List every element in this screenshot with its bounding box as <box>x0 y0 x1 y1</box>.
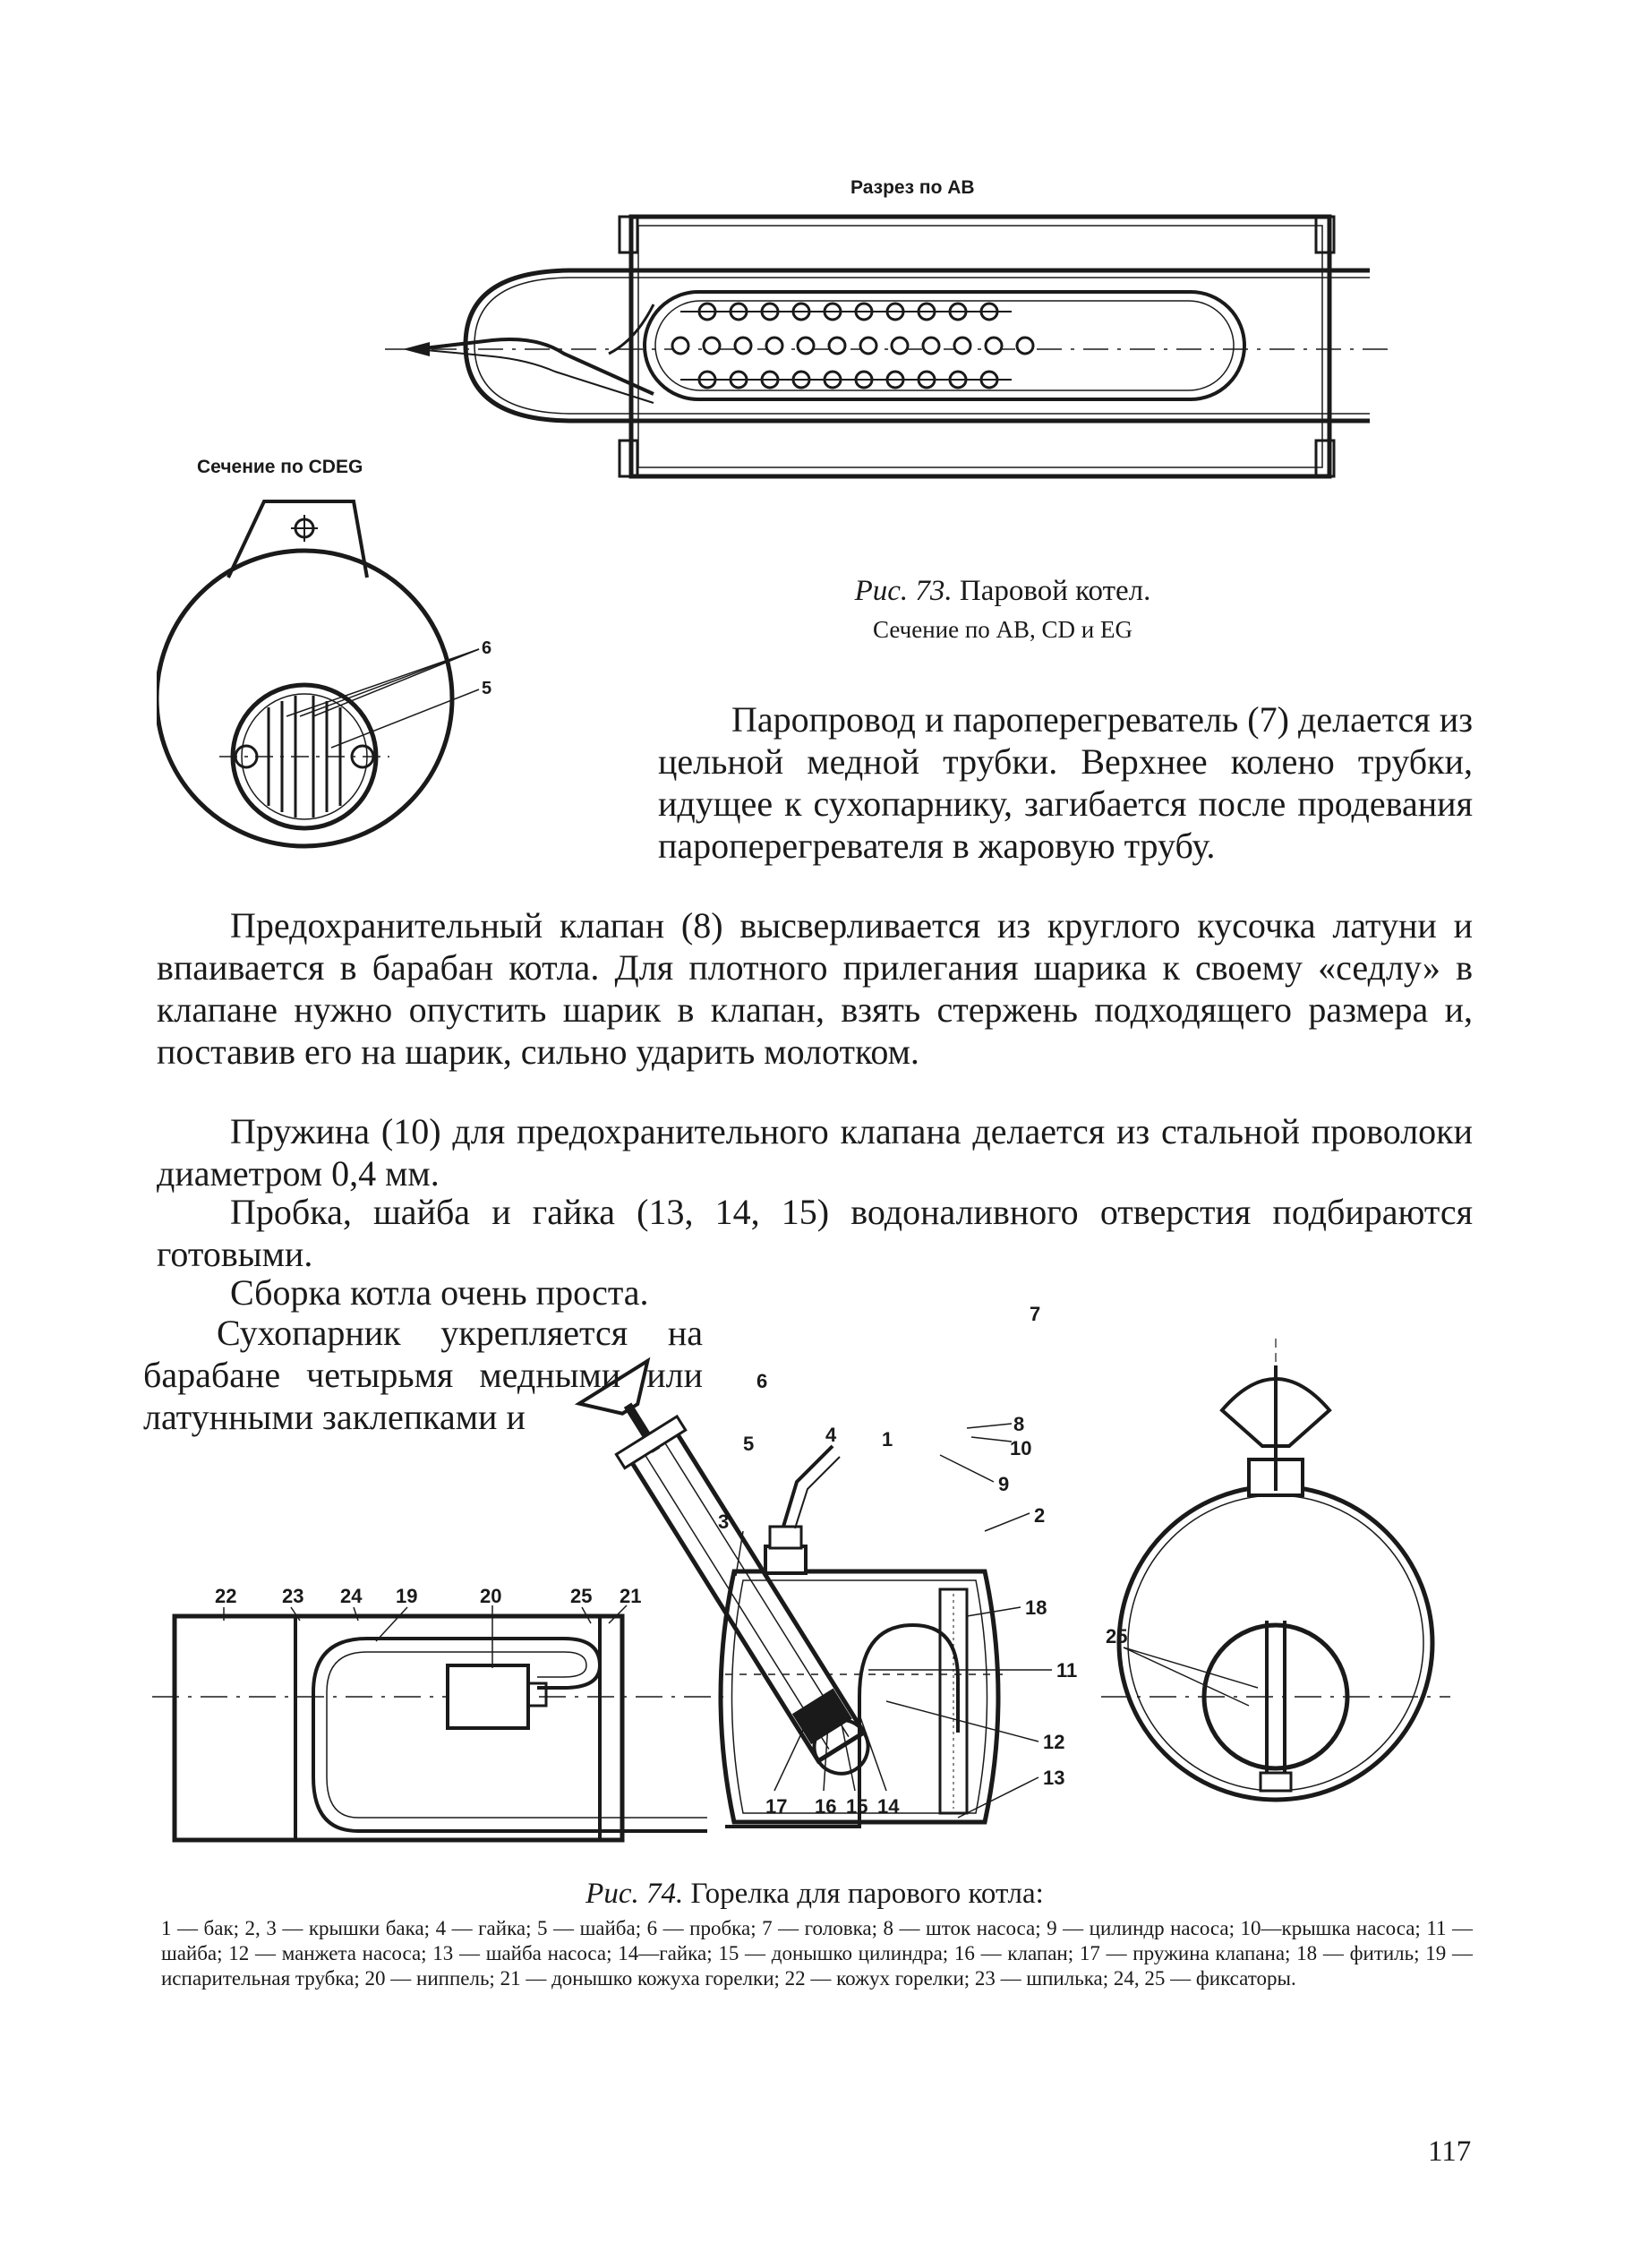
callout-4: 4 <box>825 1424 837 1446</box>
paragraph-3: Пружина (10) для предохранительного клап… <box>157 1111 1473 1194</box>
callout-5: 5 <box>482 679 491 698</box>
callout-12: 12 <box>1043 1731 1064 1753</box>
paragraph-4: Пробка, шайба и гайка (13, 14, 15) водон… <box>157 1192 1473 1274</box>
callout-24: 24 <box>340 1585 363 1607</box>
callout-1: 1 <box>882 1428 893 1451</box>
fig74-caption: Рис. 74. Горелка для парового котла: <box>157 1876 1473 1912</box>
callout-21: 21 <box>620 1585 641 1607</box>
page-number: 117 <box>1428 2135 1472 2168</box>
fig74-caption-title: Горелка для парового котла: <box>690 1878 1044 1910</box>
paragraph-6: Сухопарник укрепляется на барабане четыр… <box>143 1313 703 1437</box>
callout-10: 10 <box>1010 1437 1031 1459</box>
section-ab-label: Разрез по АВ <box>850 177 975 198</box>
callout-18: 18 <box>1025 1596 1047 1619</box>
callout-19: 19 <box>396 1585 417 1607</box>
callout-23: 23 <box>282 1585 303 1607</box>
fig74-legend: 1 — бак; 2, 3 — крышки бака; 4 — гайка; … <box>161 1917 1473 1990</box>
callout-17: 17 <box>765 1795 787 1818</box>
callout-16: 16 <box>815 1795 836 1818</box>
callout-15: 15 <box>846 1795 868 1818</box>
callout-5: 5 <box>743 1433 754 1455</box>
callout-3: 3 <box>718 1511 729 1533</box>
callout-8: 8 <box>1013 1413 1024 1435</box>
boiler-section-ab-drawing <box>385 214 1397 479</box>
fig73-caption-prefix: Рис. 73. <box>854 575 953 607</box>
paragraph-1: Паропровод и пароперегреватель (7) делае… <box>658 699 1473 866</box>
fig73-caption-title: Паровой котел. <box>959 575 1151 607</box>
fig74-caption-prefix: Рис. 74. <box>585 1878 684 1910</box>
callout-14: 14 <box>877 1795 900 1818</box>
section-cdeg-label: Сечение по CDEG <box>197 457 363 477</box>
fig73-caption: Рис. 73. Паровой котел. <box>770 573 1235 609</box>
callout-22: 22 <box>215 1585 236 1607</box>
callout-13: 13 <box>1043 1767 1064 1789</box>
callout-25: 25 <box>570 1585 592 1607</box>
callout-25-side: 25 <box>1106 1625 1127 1648</box>
burner-drawing: 22 23 24 19 20 25 21 3 6 5 4 1 7 8 10 9 … <box>152 1303 1450 1843</box>
callout-11: 11 <box>1056 1659 1077 1682</box>
callout-9: 9 <box>998 1473 1009 1495</box>
paragraph-5: Сборка котла очень проста. <box>230 1272 649 1313</box>
callout-6: 6 <box>756 1370 767 1392</box>
callout-2: 2 <box>1034 1504 1045 1527</box>
callout-20: 20 <box>480 1585 501 1607</box>
boiler-section-cdeg-drawing: 6 5 <box>157 500 491 849</box>
callout-7: 7 <box>1030 1303 1040 1325</box>
callout-6: 6 <box>482 638 491 658</box>
paragraph-2: Предохранительный клапан (8) высверливае… <box>157 905 1473 1072</box>
fig73-caption-sub: Сечение по АВ, CD и EG <box>873 616 1132 643</box>
